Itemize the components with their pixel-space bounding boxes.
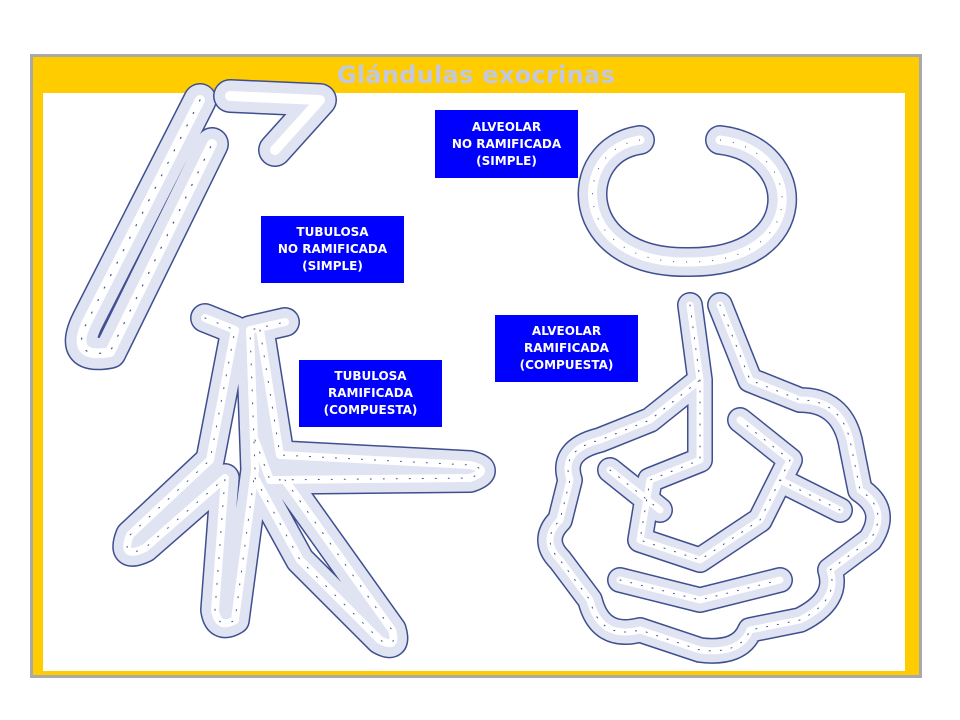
label-alveolar-simple: ALVEOLAR NO RAMIFICADA (SIMPLE) <box>435 110 578 178</box>
label-line: NO RAMIFICADA <box>451 136 562 151</box>
label-line: ALVEOLAR <box>471 119 542 134</box>
label-line: TUBULOSA <box>334 369 407 383</box>
label-line: RAMIFICADA <box>524 341 609 355</box>
label-line: NO RAMIFICADA <box>277 242 388 256</box>
label-tubulosa-simple: TUBULOSA NO RAMIFICADA (SIMPLE) <box>261 216 404 283</box>
label-line: (COMPUESTA) <box>323 403 418 417</box>
label-line: (SIMPLE) <box>302 259 363 273</box>
label-line: RAMIFICADA <box>328 386 413 400</box>
label-line: (COMPUESTA) <box>519 358 614 372</box>
tubular-compound-gland <box>112 303 496 659</box>
label-line: ALVEOLAR <box>531 324 602 338</box>
alveolar-compound-gland <box>537 292 891 664</box>
label-line: (SIMPLE) <box>476 153 537 168</box>
alveolar-simple-gland <box>577 125 797 278</box>
slide-title: Glándulas exocrinas <box>336 61 616 89</box>
tubular-simple-gland <box>64 79 337 371</box>
label-tubulosa-compuesta: TUBULOSA RAMIFICADA (COMPUESTA) <box>299 360 442 427</box>
label-alveolar-compuesta: ALVEOLAR RAMIFICADA (COMPUESTA) <box>495 315 638 382</box>
label-line: TUBULOSA <box>296 225 369 239</box>
